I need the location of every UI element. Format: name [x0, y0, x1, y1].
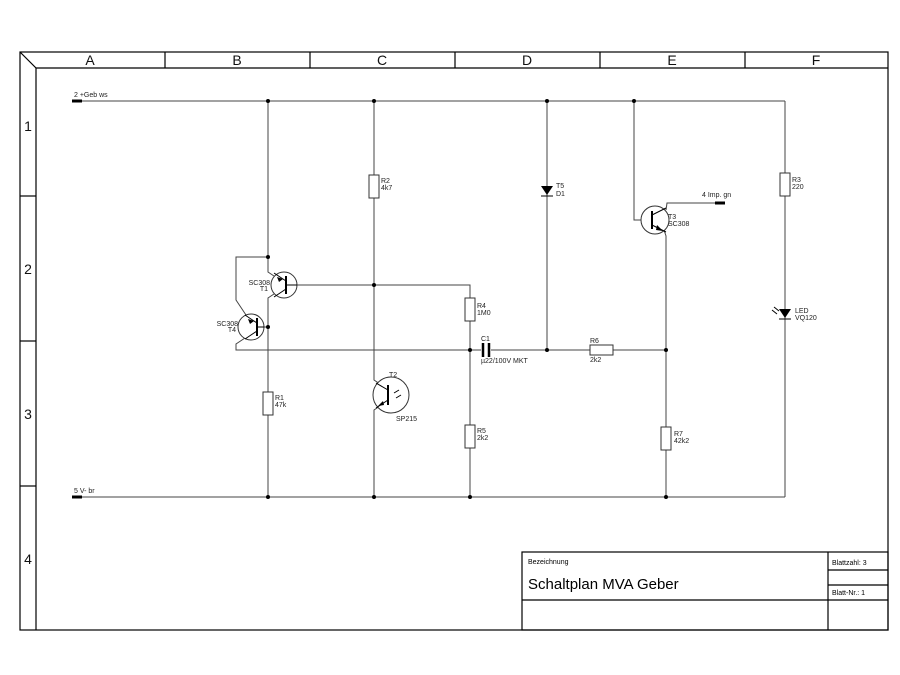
label: T2	[389, 372, 397, 379]
label: 220	[792, 184, 804, 191]
sheet-number: Blatt-Nr.: 1	[832, 590, 865, 597]
column-label: B	[232, 52, 241, 68]
row-label: 3	[24, 406, 32, 422]
label: SP215	[396, 416, 417, 423]
row-label: 4	[24, 551, 32, 567]
label: 47k	[275, 402, 287, 409]
component-labels: 2 +Geb ws 5 V- br 4 Imp. gn SC308 T1 SC3…	[74, 92, 817, 495]
led-vq120	[771, 306, 791, 320]
row-labels: 1 2 3 4	[24, 118, 32, 567]
label: R5	[477, 428, 486, 435]
resistor-r6	[589, 344, 614, 356]
resistors	[262, 172, 791, 451]
capacitor-c1	[481, 343, 491, 357]
label: SC308	[668, 221, 690, 228]
label: R1	[275, 395, 284, 402]
column-label: D	[522, 52, 532, 68]
transistor-t4	[237, 313, 265, 341]
label: R2	[381, 178, 390, 185]
column-label: C	[377, 52, 387, 68]
drawing-frame	[19, 51, 889, 631]
net-label-top: 2 +Geb ws	[74, 92, 108, 99]
row-label: 2	[24, 261, 32, 277]
resistor-r2	[368, 174, 380, 199]
label: T5	[556, 183, 564, 190]
transistor-t1	[270, 271, 298, 299]
label: C1	[481, 336, 490, 343]
label: 4k7	[381, 185, 392, 192]
label: R3	[792, 177, 801, 184]
drawing-title: Schaltplan MVA Geber	[528, 576, 679, 593]
label: 1M0	[477, 310, 491, 317]
label: T4	[228, 327, 236, 334]
net-label-output: 4 Imp. gn	[702, 192, 731, 199]
label: R4	[477, 303, 486, 310]
resistor-r5	[464, 424, 476, 449]
resistor-r1	[262, 391, 274, 416]
label: T3	[668, 214, 676, 221]
junction-dots	[266, 99, 668, 499]
label: T1	[260, 286, 268, 293]
label: 42k2	[674, 438, 689, 445]
label: VQ120	[795, 315, 817, 322]
column-label: F	[812, 52, 821, 68]
column-labels: A B C D E F	[85, 52, 820, 68]
terminals	[72, 99, 725, 499]
label: LED	[795, 308, 809, 315]
label: SC308	[249, 280, 271, 287]
resistor-r7	[660, 426, 672, 451]
transistor-t3	[640, 205, 670, 235]
column-label: E	[667, 52, 676, 68]
diode-t5	[541, 186, 553, 197]
label: 2k2	[477, 435, 488, 442]
net-label-bottom: 5 V- br	[74, 488, 95, 495]
label: D1	[556, 191, 565, 198]
sheet-count: Blattzahl: 3	[832, 560, 867, 567]
row-label: 1	[24, 118, 32, 134]
column-label: A	[85, 52, 95, 68]
resistor-r3	[779, 172, 791, 197]
title-block-label: Bezeichnung	[528, 559, 569, 566]
label: R7	[674, 431, 683, 438]
label: 2k2	[590, 357, 601, 364]
label: R6	[590, 338, 599, 345]
phototransistor-t2	[372, 376, 410, 414]
resistor-r4	[464, 297, 476, 322]
label: SC308	[217, 321, 239, 328]
label: µ22/100V MKT	[481, 358, 529, 365]
title-block: Bezeichnung Schaltplan MVA Geber Blattza…	[521, 551, 889, 631]
